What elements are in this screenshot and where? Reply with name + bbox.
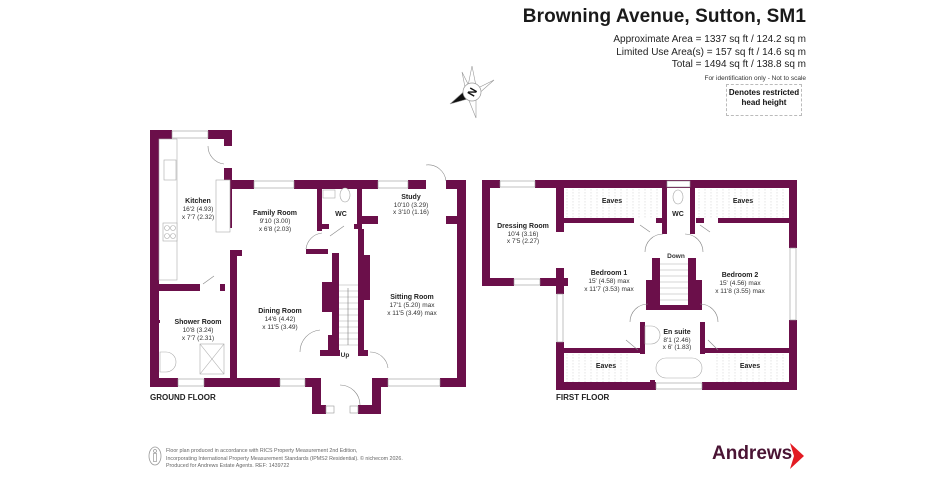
kitchen-fixtures <box>158 138 351 375</box>
room-ensuite-name: En suite <box>663 329 690 336</box>
svg-text:14'6 (4.42): 14'6 (4.42) <box>265 316 296 323</box>
scale-note: For identification only - Not to scale <box>704 74 806 82</box>
svg-text:x 7'7 (2.32): x 7'7 (2.32) <box>182 214 214 221</box>
first-floor-label: FIRST FLOOR <box>556 393 610 402</box>
svg-text:16'2 (4.93): 16'2 (4.93) <box>183 206 214 213</box>
svg-text:15' (4.56) max: 15' (4.56) max <box>719 280 761 287</box>
legend-line-1: Denotes restricted <box>728 88 800 97</box>
stairs-down-label: Down <box>667 253 685 260</box>
room-kitchen-name: Kitchen <box>185 198 211 205</box>
svg-text:x 11'8 (3.55) max: x 11'8 (3.55) max <box>715 288 765 295</box>
first-floor-walls <box>482 180 797 390</box>
room-eaves-4-name: Eaves <box>740 363 760 370</box>
room-wc-name: WC <box>335 211 347 218</box>
ground-floor-label: GROUND FLOOR <box>150 393 216 402</box>
room-study-name: Study <box>401 194 421 201</box>
first-floor-room-labels: Dressing Room 10'4 (3.16) x 7'5 (2.27) E… <box>497 198 765 370</box>
svg-text:8'1 (2.46): 8'1 (2.46) <box>663 337 690 344</box>
svg-text:10'4 (3.16): 10'4 (3.16) <box>508 231 539 238</box>
eaves-areas <box>564 188 788 382</box>
ground-floor-stairs <box>339 284 358 346</box>
svg-text:17'1 (5.20) max: 17'1 (5.20) max <box>390 302 436 309</box>
svg-text:x 3'10 (1.16): x 3'10 (1.16) <box>393 209 429 216</box>
room-dining-name: Dining Room <box>258 308 302 315</box>
svg-text:10'10 (3.29): 10'10 (3.29) <box>394 202 429 209</box>
svg-text:x 11'5 (3.49) max: x 11'5 (3.49) max <box>387 310 437 317</box>
limited-use-area: Limited Use Area(s) = 157 sq ft / 14.6 s… <box>616 46 806 58</box>
property-title: Browning Avenue, Sutton, SM1 <box>522 6 806 27</box>
footer-line-2: Incorporating International Property Mea… <box>166 455 403 462</box>
svg-text:10'8 (3.24): 10'8 (3.24) <box>183 327 214 334</box>
ground-floor-windows <box>171 130 441 414</box>
ground-floor-room-labels: Kitchen 16'2 (4.93) x 7'7 (2.32) Family … <box>174 194 437 359</box>
property-header: Browning Avenue, Sutton, SM1 Approximate… <box>523 6 806 82</box>
svg-text:x 11'7 (3.53) max: x 11'7 (3.53) max <box>584 286 634 293</box>
room-bedroom1-name: Bedroom 1 <box>591 270 628 277</box>
svg-text:x 7'7 (2.31): x 7'7 (2.31) <box>182 335 214 342</box>
svg-text:x 6'8 (2.03): x 6'8 (2.03) <box>259 226 291 233</box>
first-floor-doors <box>625 224 719 351</box>
room-wc-ff-name: WC <box>672 211 684 218</box>
brand-chevron-icon <box>790 443 804 469</box>
first-floor-windows <box>499 180 797 390</box>
svg-text:x 6' (1.83): x 6' (1.83) <box>663 344 692 351</box>
total-area: Total = 1494 sq ft / 138.8 sq m <box>671 59 806 70</box>
ground-floor-doors <box>202 145 447 406</box>
legend-line-2: head height <box>741 98 787 107</box>
svg-text:x 7'5 (2.27): x 7'5 (2.27) <box>507 238 539 245</box>
svg-text:15' (4.58) max: 15' (4.58) max <box>588 278 630 285</box>
approximate-area: Approximate Area = 1337 sq ft / 124.2 sq… <box>613 34 806 45</box>
room-bedroom2-name: Bedroom 2 <box>722 272 759 279</box>
restricted-height-legend: Denotes restricted head height <box>726 84 802 116</box>
svg-text:x 11'5 (3.49): x 11'5 (3.49) <box>262 324 297 331</box>
footer-line-3: Produced for Andrews Estate Agents. REF:… <box>166 463 290 469</box>
room-dressing-name: Dressing Room <box>497 223 549 230</box>
first-floor-fixtures <box>644 189 703 379</box>
stairs-up-label: Up <box>341 352 350 359</box>
ground-floor-walls <box>150 130 466 414</box>
room-shower-name: Shower Room <box>174 319 221 326</box>
room-sitting-name: Sitting Room <box>390 294 434 301</box>
brand-logo: Andrews <box>712 443 792 465</box>
person-info-icon <box>148 446 162 466</box>
room-eaves-1-name: Eaves <box>602 198 622 205</box>
compass-north-icon: N <box>449 65 495 119</box>
room-family-name: Family Room <box>253 210 297 217</box>
brand-name: Andrews <box>712 443 793 464</box>
svg-text:9'10 (3.00): 9'10 (3.00) <box>260 218 291 225</box>
room-eaves-2-name: Eaves <box>733 198 753 205</box>
room-eaves-3-name: Eaves <box>596 363 616 370</box>
footer-line-1: Floor plan produced in accordance with R… <box>166 448 358 454</box>
